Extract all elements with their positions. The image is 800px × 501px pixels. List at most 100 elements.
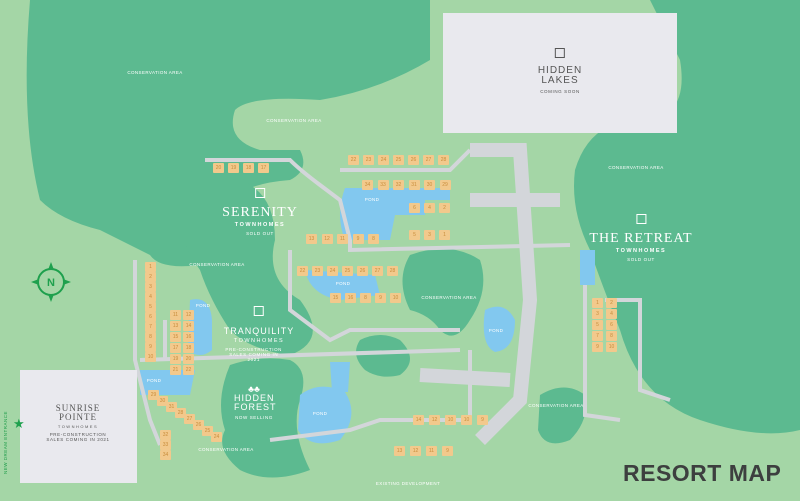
conservation-area-serenity [177,169,313,355]
lot: 34 [160,450,171,460]
lot: 2 [606,298,617,308]
pond [330,362,350,392]
pond-label: POND [488,328,504,333]
lot: 26 [193,420,204,430]
lot: 9 [477,415,488,425]
tranquility-name: TRANQUILITY [223,326,295,336]
hidden-lakes-name-line2: LAKES [541,75,579,86]
lot: 12 [321,234,333,244]
lot: 6 [145,312,156,322]
lot: 16 [183,332,194,342]
lot: 18 [183,343,194,353]
ponds [140,188,595,444]
serenity-status: SOLD OUT [246,231,274,236]
entrance-label: NEW DREAM ENTRANCE [3,410,8,474]
lot: 25 [393,155,404,165]
lot: 23 [363,155,374,165]
tranquility-status: PRE-CONSTRUCTION SALES COMING IN 2021 [225,347,283,362]
lot: 20 [183,354,194,364]
lot: 26 [408,155,419,165]
tranquility-sub: TOWNHOMES [233,338,285,344]
lot: 32 [393,180,404,190]
compass-north-label: N [47,277,55,289]
hidden-forest-name: HIDDEN FOREST [234,393,277,412]
hidden-lakes-name-line1: HIDDEN [537,65,583,76]
lot: 12 [429,415,440,425]
the-retreat-name: THE RETREAT [589,231,693,246]
the-retreat-logo-icon [636,214,646,224]
lot: 27 [184,414,195,424]
pond [483,306,515,352]
lot: 29 [148,390,159,400]
lot: 27 [372,266,383,276]
lot: 3 [592,309,603,319]
lot: 10 [461,415,472,425]
lot: 16 [345,293,356,303]
pond [340,188,450,240]
hidden-lakes-label: HIDDEN LAKES COMING SOON [538,48,582,94]
lot: 13 [306,234,317,244]
lot: 10 [445,415,456,425]
sunrise-pointe-parcel [20,370,137,483]
lot: 10 [390,293,401,303]
pond [298,386,352,444]
lot: 11 [170,310,181,320]
sunrise-pointe-name-line2: POINTE [59,412,97,422]
lot: 9 [145,342,156,352]
lot: 23 [312,266,323,276]
sunrise-pointe-name-line1: SUNRISE [55,403,101,413]
lot: 19 [228,163,239,173]
lot: 10 [145,352,156,362]
pond-label: POND [335,281,351,286]
pond-label: POND [146,378,162,383]
conservation-area-hidden-forest [221,358,310,478]
lot: 27 [423,155,434,165]
lot: 17 [170,343,181,353]
tranquility-logo-icon [253,306,264,316]
lot: 9 [375,293,386,303]
lot: 3 [145,282,156,292]
conservation-area-label: CONSERVATION AREA [528,403,584,408]
the-retreat-label: THE RETREAT TOWNHOMES SOLD OUT [589,214,692,262]
lot: 9 [442,446,453,456]
lot: 7 [145,322,156,332]
lot: 14 [183,321,194,331]
lot: 8 [360,293,371,303]
lot: 11 [337,234,348,244]
lot: 1 [439,230,450,240]
lot: 28 [387,266,398,276]
hidden-forest-status: NOW SELLING [235,415,273,420]
lot: 26 [357,266,368,276]
lot: 32 [160,430,171,440]
lot: 9 [592,342,603,352]
sunrise-pointe-sub: TOWNHOMES [57,424,99,429]
conservation-area-central-south [356,335,410,377]
lot: 12 [183,310,194,320]
lot: 22 [297,266,308,276]
serenity-label: SERENITY TOWNHOMES SOLD OUT [222,188,298,236]
the-retreat-status: SOLD OUT [627,257,655,262]
serenity-sub: TOWNHOMES [234,222,286,228]
lot: 8 [368,234,379,244]
lot: 25 [342,266,353,276]
conservation-area-northwest [26,0,431,267]
lot: 8 [145,332,156,342]
sunrise-pointe-label: SUNRISE POINTE TOWNHOMES PRE-CONSTRUCTIO… [46,403,109,443]
lot: 4 [145,292,156,302]
lot: 30 [424,180,435,190]
lot: 4 [424,203,435,213]
conservation-area-label: CONSERVATION AREA [421,295,477,300]
lot: 5 [592,320,603,330]
lot: 5 [409,230,420,240]
the-retreat-sub: TOWNHOMES [615,248,667,254]
lot: 5 [145,302,156,312]
lot: 10 [606,342,617,352]
conservation-area-label: CONSERVATION AREA [198,447,254,452]
lot: 9 [352,234,364,244]
hidden-lakes-logo-icon [555,48,565,58]
lot: 21 [170,365,181,375]
hidden-lakes-status: COMING SOON [540,89,580,94]
conservation-area-central [402,248,484,336]
lot: 15 [170,332,181,342]
